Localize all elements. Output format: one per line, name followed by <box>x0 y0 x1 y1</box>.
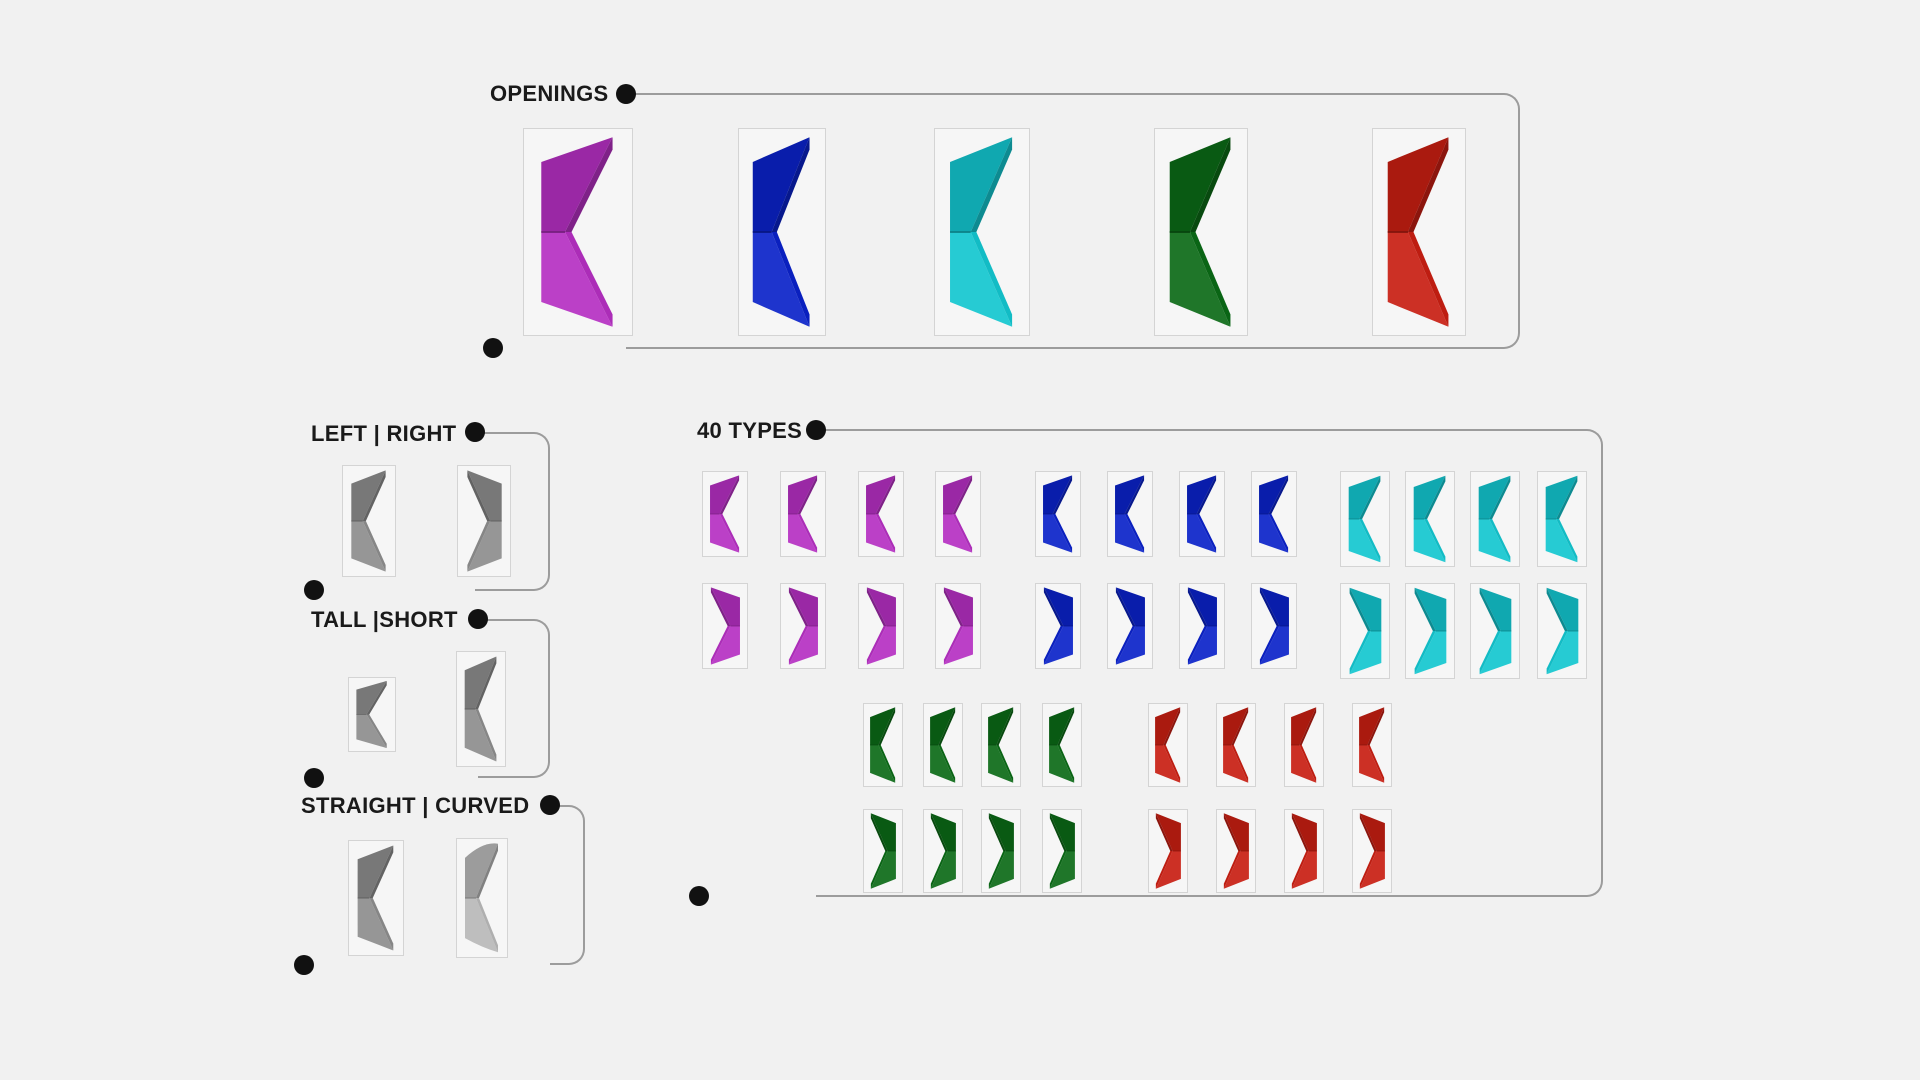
straight-curved-label: STRAIGHT | CURVED <box>301 793 530 818</box>
type-cyan-right-4 <box>1537 583 1587 679</box>
type-blue-left-2 <box>1107 471 1153 557</box>
type-green-left-4 <box>1042 703 1082 787</box>
type-cyan-right-2 <box>1405 583 1455 679</box>
type-blue-left-3 <box>1179 471 1225 557</box>
type-magenta-left-4 <box>935 471 981 557</box>
tall-short-frame <box>478 619 550 778</box>
short-panel <box>348 677 396 752</box>
type-cyan-left-2 <box>1405 471 1455 567</box>
type-red-right-4 <box>1352 809 1392 893</box>
right-panel <box>457 465 511 577</box>
type-cyan-left-4 <box>1537 471 1587 567</box>
type-blue-right-3 <box>1179 583 1225 669</box>
type-blue-right-2 <box>1107 583 1153 669</box>
type-red-left-4 <box>1352 703 1392 787</box>
left-right-label: LEFT | RIGHT <box>311 421 457 446</box>
opening-panel-red <box>1372 128 1466 336</box>
type-red-right-1 <box>1148 809 1188 893</box>
type-magenta-right-1 <box>702 583 748 669</box>
opening-panel-blue <box>738 128 826 336</box>
opening-panel-magenta <box>523 128 633 336</box>
left-right-end-dot <box>304 580 324 600</box>
type-red-left-3 <box>1284 703 1324 787</box>
type-green-right-2 <box>923 809 963 893</box>
type-magenta-left-1 <box>702 471 748 557</box>
type-red-right-2 <box>1216 809 1256 893</box>
tall-short-end-dot <box>304 768 324 788</box>
type-green-right-1 <box>863 809 903 893</box>
type-magenta-right-2 <box>780 583 826 669</box>
type-cyan-right-1 <box>1340 583 1390 679</box>
left-panel <box>342 465 396 577</box>
type-green-left-1 <box>863 703 903 787</box>
tall-short-label: TALL |SHORT <box>311 607 458 632</box>
left-right-start-dot <box>465 422 485 442</box>
types-frame <box>816 429 1603 897</box>
opening-panel-green <box>1154 128 1248 336</box>
type-blue-left-4 <box>1251 471 1297 557</box>
types-label: 40 TYPES <box>697 418 803 443</box>
type-magenta-right-4 <box>935 583 981 669</box>
type-blue-right-4 <box>1251 583 1297 669</box>
left-right-frame <box>475 432 550 591</box>
type-green-left-2 <box>923 703 963 787</box>
type-blue-right-1 <box>1035 583 1081 669</box>
type-cyan-left-1 <box>1340 471 1390 567</box>
openings-end-dot <box>483 338 503 358</box>
openings-frame <box>626 93 1520 349</box>
type-magenta-right-3 <box>858 583 904 669</box>
type-green-right-3 <box>981 809 1021 893</box>
type-red-right-3 <box>1284 809 1324 893</box>
straight-curved-start-dot <box>540 795 560 815</box>
straight-curved-end-dot <box>294 955 314 975</box>
type-magenta-left-2 <box>780 471 826 557</box>
types-start-dot <box>806 420 826 440</box>
straight-panel <box>348 840 404 956</box>
curved-panel <box>456 838 508 958</box>
type-cyan-right-3 <box>1470 583 1520 679</box>
type-red-left-2 <box>1216 703 1256 787</box>
type-magenta-left-3 <box>858 471 904 557</box>
type-blue-left-1 <box>1035 471 1081 557</box>
openings-start-dot <box>616 84 636 104</box>
opening-panel-cyan <box>934 128 1030 336</box>
type-cyan-left-3 <box>1470 471 1520 567</box>
straight-curved-frame <box>550 805 585 965</box>
type-green-right-4 <box>1042 809 1082 893</box>
type-green-left-3 <box>981 703 1021 787</box>
type-red-left-1 <box>1148 703 1188 787</box>
types-end-dot <box>689 886 709 906</box>
openings-label: OPENINGS <box>490 81 609 106</box>
tall-short-start-dot <box>468 609 488 629</box>
tall-panel <box>456 651 506 767</box>
